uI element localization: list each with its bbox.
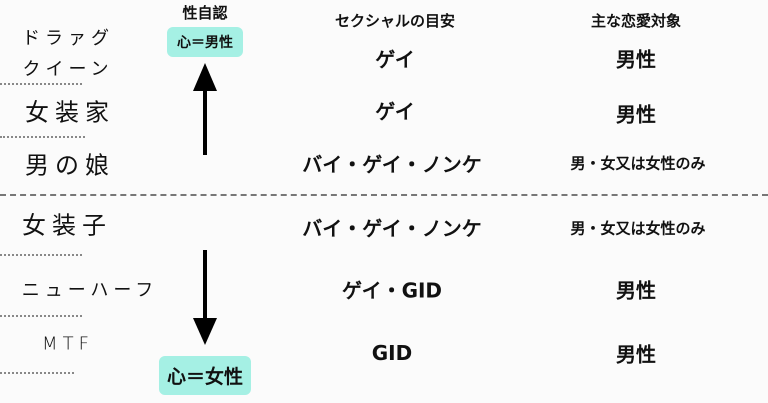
row-divider: [0, 254, 82, 256]
orientation-cell: バイ・ゲイ・ノンケ: [302, 216, 482, 241]
romance-cell: 男性: [616, 278, 656, 303]
row-divider: [0, 372, 74, 374]
row-label-drag-2: クイーン: [22, 59, 114, 80]
romance-cell: 男性: [616, 342, 656, 367]
romance-cell: 男・女又は女性のみ: [570, 219, 706, 238]
romance-cell: 男性: [616, 102, 656, 127]
header-romance: 主な恋愛対象: [590, 12, 682, 30]
arrows: [193, 63, 217, 345]
orientation-cell: GID: [371, 341, 413, 365]
orientation-cell: ゲイ・GID: [341, 278, 443, 303]
row-label: 男の娘: [25, 151, 115, 180]
identity-female-box: 心＝女性: [158, 356, 252, 395]
romance-cell: 男性: [616, 47, 656, 72]
orientation-cell: ゲイ: [375, 47, 415, 72]
row-divider: [0, 83, 82, 85]
section-divider: [0, 194, 768, 196]
header-identity: 性自認: [182, 4, 228, 22]
arrow-down-icon: [193, 250, 217, 345]
row-label: MTF: [42, 333, 94, 355]
row-label-drag-1: ドラァグ: [22, 28, 114, 49]
arrow-up-icon: [193, 63, 217, 155]
orientation-cell: バイ・ゲイ・ノンケ: [302, 152, 482, 177]
row-label: ニューハーフ: [21, 280, 159, 301]
header-orientation: セクシャルの目安: [334, 12, 456, 30]
row-label: 女装家: [25, 98, 115, 127]
romance-cell: 男・女又は女性のみ: [570, 154, 706, 173]
row-divider: [0, 136, 85, 138]
row-divider: [0, 315, 82, 317]
orientation-cell: ゲイ: [375, 99, 415, 124]
row-label: 女装子: [22, 211, 112, 240]
identity-male-box: 心＝男性: [167, 27, 243, 57]
